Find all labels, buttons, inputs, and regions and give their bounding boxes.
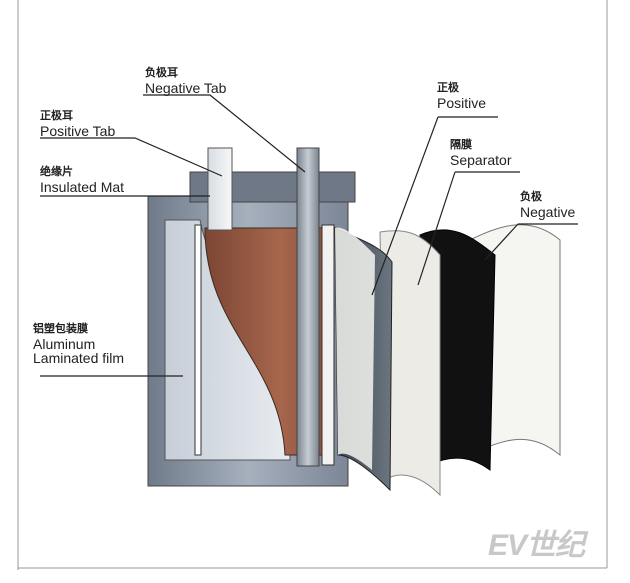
separator-sheet bbox=[379, 230, 441, 497]
label-separator: 隔膜 Separator bbox=[450, 139, 512, 168]
label-negative: 负极 Negative bbox=[520, 191, 576, 220]
watermark-logo: EV世纪 bbox=[488, 529, 585, 562]
label-negative-tab: 负极耳 Negative Tab bbox=[145, 67, 227, 96]
label-aluminum-film: 铝塑包装膜 Aluminum Laminated film bbox=[33, 323, 125, 366]
label-positive-tab: 正极耳 Positive Tab bbox=[40, 110, 116, 139]
label-insulated-mat: 绝缘片 Insulated Mat bbox=[40, 166, 125, 195]
negative-tab bbox=[296, 147, 320, 467]
leader-lines bbox=[40, 94, 578, 377]
positive-tab bbox=[207, 147, 233, 231]
label-positive: 正极 Positive bbox=[437, 82, 487, 111]
